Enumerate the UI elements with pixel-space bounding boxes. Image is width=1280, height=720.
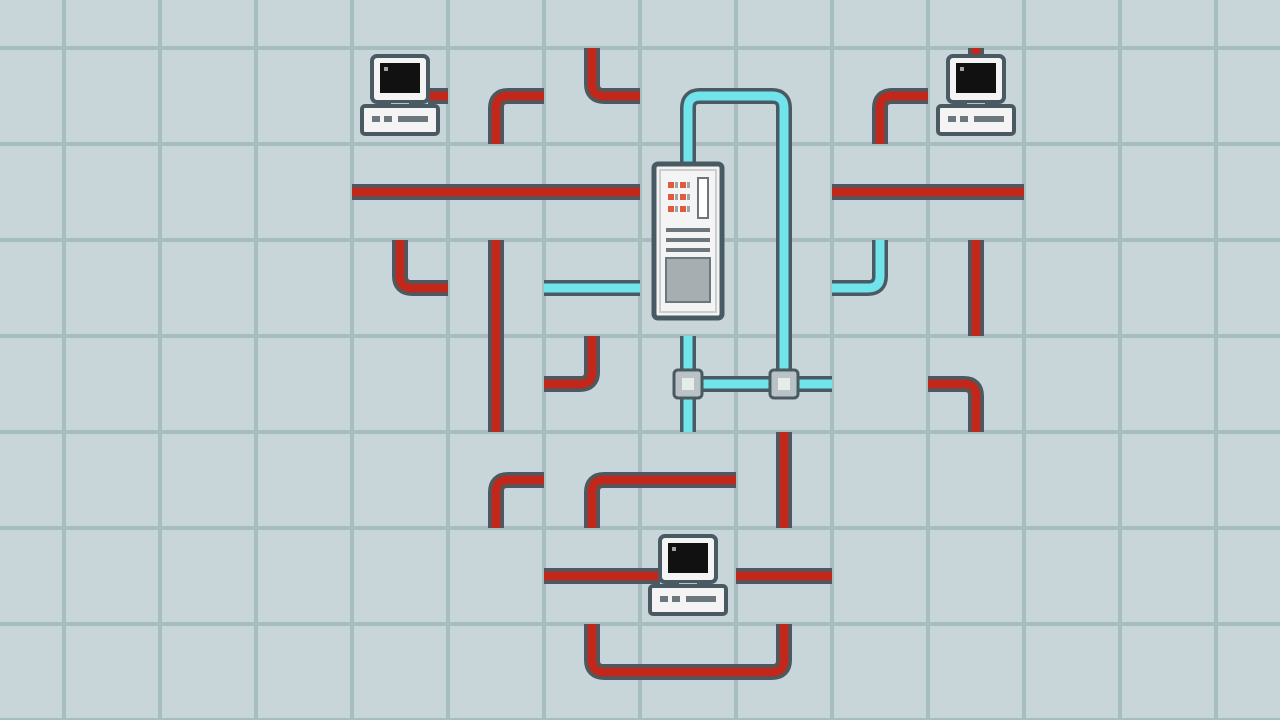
server-led-label [687, 194, 690, 200]
server-vent [666, 248, 710, 252]
pipe-disconnected [928, 379, 981, 432]
pipe-tile-straight[interactable] [832, 144, 928, 240]
pipe-tile-straight[interactable] [448, 144, 544, 240]
server-case-inner [659, 169, 717, 313]
pipe-tile-elbow[interactable] [640, 48, 736, 144]
screen-glint [672, 547, 676, 551]
pipe-tile-elbow[interactable] [544, 432, 640, 528]
devices [360, 54, 1016, 616]
computer-slot [672, 596, 680, 602]
pipe-tile-straight[interactable] [640, 432, 736, 528]
server-led-label [687, 206, 690, 212]
pipe-disconnected [491, 91, 544, 144]
pipe-tile-elbow[interactable] [832, 48, 928, 144]
pipe-tile-straight[interactable] [736, 432, 832, 528]
pipe-disconnected [491, 475, 544, 528]
pipe-tile-computer-stub[interactable] [640, 528, 736, 624]
server-panel [665, 257, 711, 303]
pipe-tile-straight[interactable] [352, 144, 448, 240]
pipe-connected [832, 240, 885, 293]
pipe-disconnected [875, 91, 928, 144]
pipe-tile-tee[interactable] [640, 336, 736, 432]
pipe-tile-elbow[interactable] [544, 624, 640, 720]
server-led [668, 206, 674, 212]
pipe-disconnected [587, 475, 640, 528]
pipe-connected [736, 91, 789, 144]
server-vent [666, 238, 710, 242]
computer-slot [974, 116, 1004, 122]
server-led [680, 194, 686, 200]
pipe-disconnected [395, 240, 448, 293]
pipe-tiles [352, 48, 1024, 720]
pipe-connected [683, 91, 736, 144]
computer-slot [686, 596, 716, 602]
pipe-tile-straight[interactable] [928, 240, 1024, 336]
pipe-junction-highlight [682, 378, 694, 390]
pipe-tile-elbow[interactable] [544, 48, 640, 144]
screen-glint [384, 67, 388, 71]
pipe-tile-straight[interactable] [448, 240, 544, 336]
pipe-tile-elbow[interactable] [544, 336, 640, 432]
desktop-computer-icon [648, 534, 728, 616]
pipe-tile-straight[interactable] [544, 144, 640, 240]
pipe-tile-straight[interactable] [544, 528, 640, 624]
computer-slot [384, 116, 392, 122]
pipe-tile-elbow[interactable] [352, 240, 448, 336]
server-led [668, 194, 674, 200]
server-tower-icon [651, 161, 725, 321]
pipe-tile-elbow[interactable] [736, 624, 832, 720]
pipe-tile-computer-stub[interactable] [352, 48, 448, 144]
pipe-disconnected [736, 624, 789, 677]
desktop-computer-icon [360, 54, 440, 136]
pipe-tile-tee[interactable] [736, 336, 832, 432]
server-led [680, 206, 686, 212]
pipe-tile-straight[interactable] [640, 624, 736, 720]
pipe-tile-straight[interactable] [736, 144, 832, 240]
pipe-disconnected [587, 48, 640, 101]
pipe-tile-straight[interactable] [544, 240, 640, 336]
pipe-junction-highlight [778, 378, 790, 390]
computer-slot [948, 116, 956, 122]
server-drive-bay [697, 177, 709, 219]
server-vent [666, 228, 710, 232]
computer-slot [960, 116, 968, 122]
computer-slot [398, 116, 428, 122]
server-led-label [675, 206, 678, 212]
pipe-tile-straight[interactable] [928, 144, 1024, 240]
computer-slot [372, 116, 380, 122]
server-led-label [675, 194, 678, 200]
pipe-tile-elbow[interactable] [832, 240, 928, 336]
pipe-disconnected [587, 624, 640, 677]
desktop-computer-icon [936, 54, 1016, 136]
pipe-tile-elbow[interactable] [928, 336, 1024, 432]
pipe-tile-straight[interactable] [448, 336, 544, 432]
pipe-tile-elbow[interactable] [736, 48, 832, 144]
pipe-tile-server-stub[interactable] [640, 144, 736, 240]
pipe-tile-elbow[interactable] [448, 432, 544, 528]
server-led-label [675, 182, 678, 188]
server-led-label [687, 182, 690, 188]
server-led [680, 182, 686, 188]
server-led [668, 182, 674, 188]
pipe-tile-straight[interactable] [736, 528, 832, 624]
computer-slot [660, 596, 668, 602]
pipe-tile-elbow[interactable] [448, 48, 544, 144]
pipe-disconnected [544, 336, 597, 389]
pipe-tile-straight[interactable] [736, 240, 832, 336]
screen-glint [960, 67, 964, 71]
